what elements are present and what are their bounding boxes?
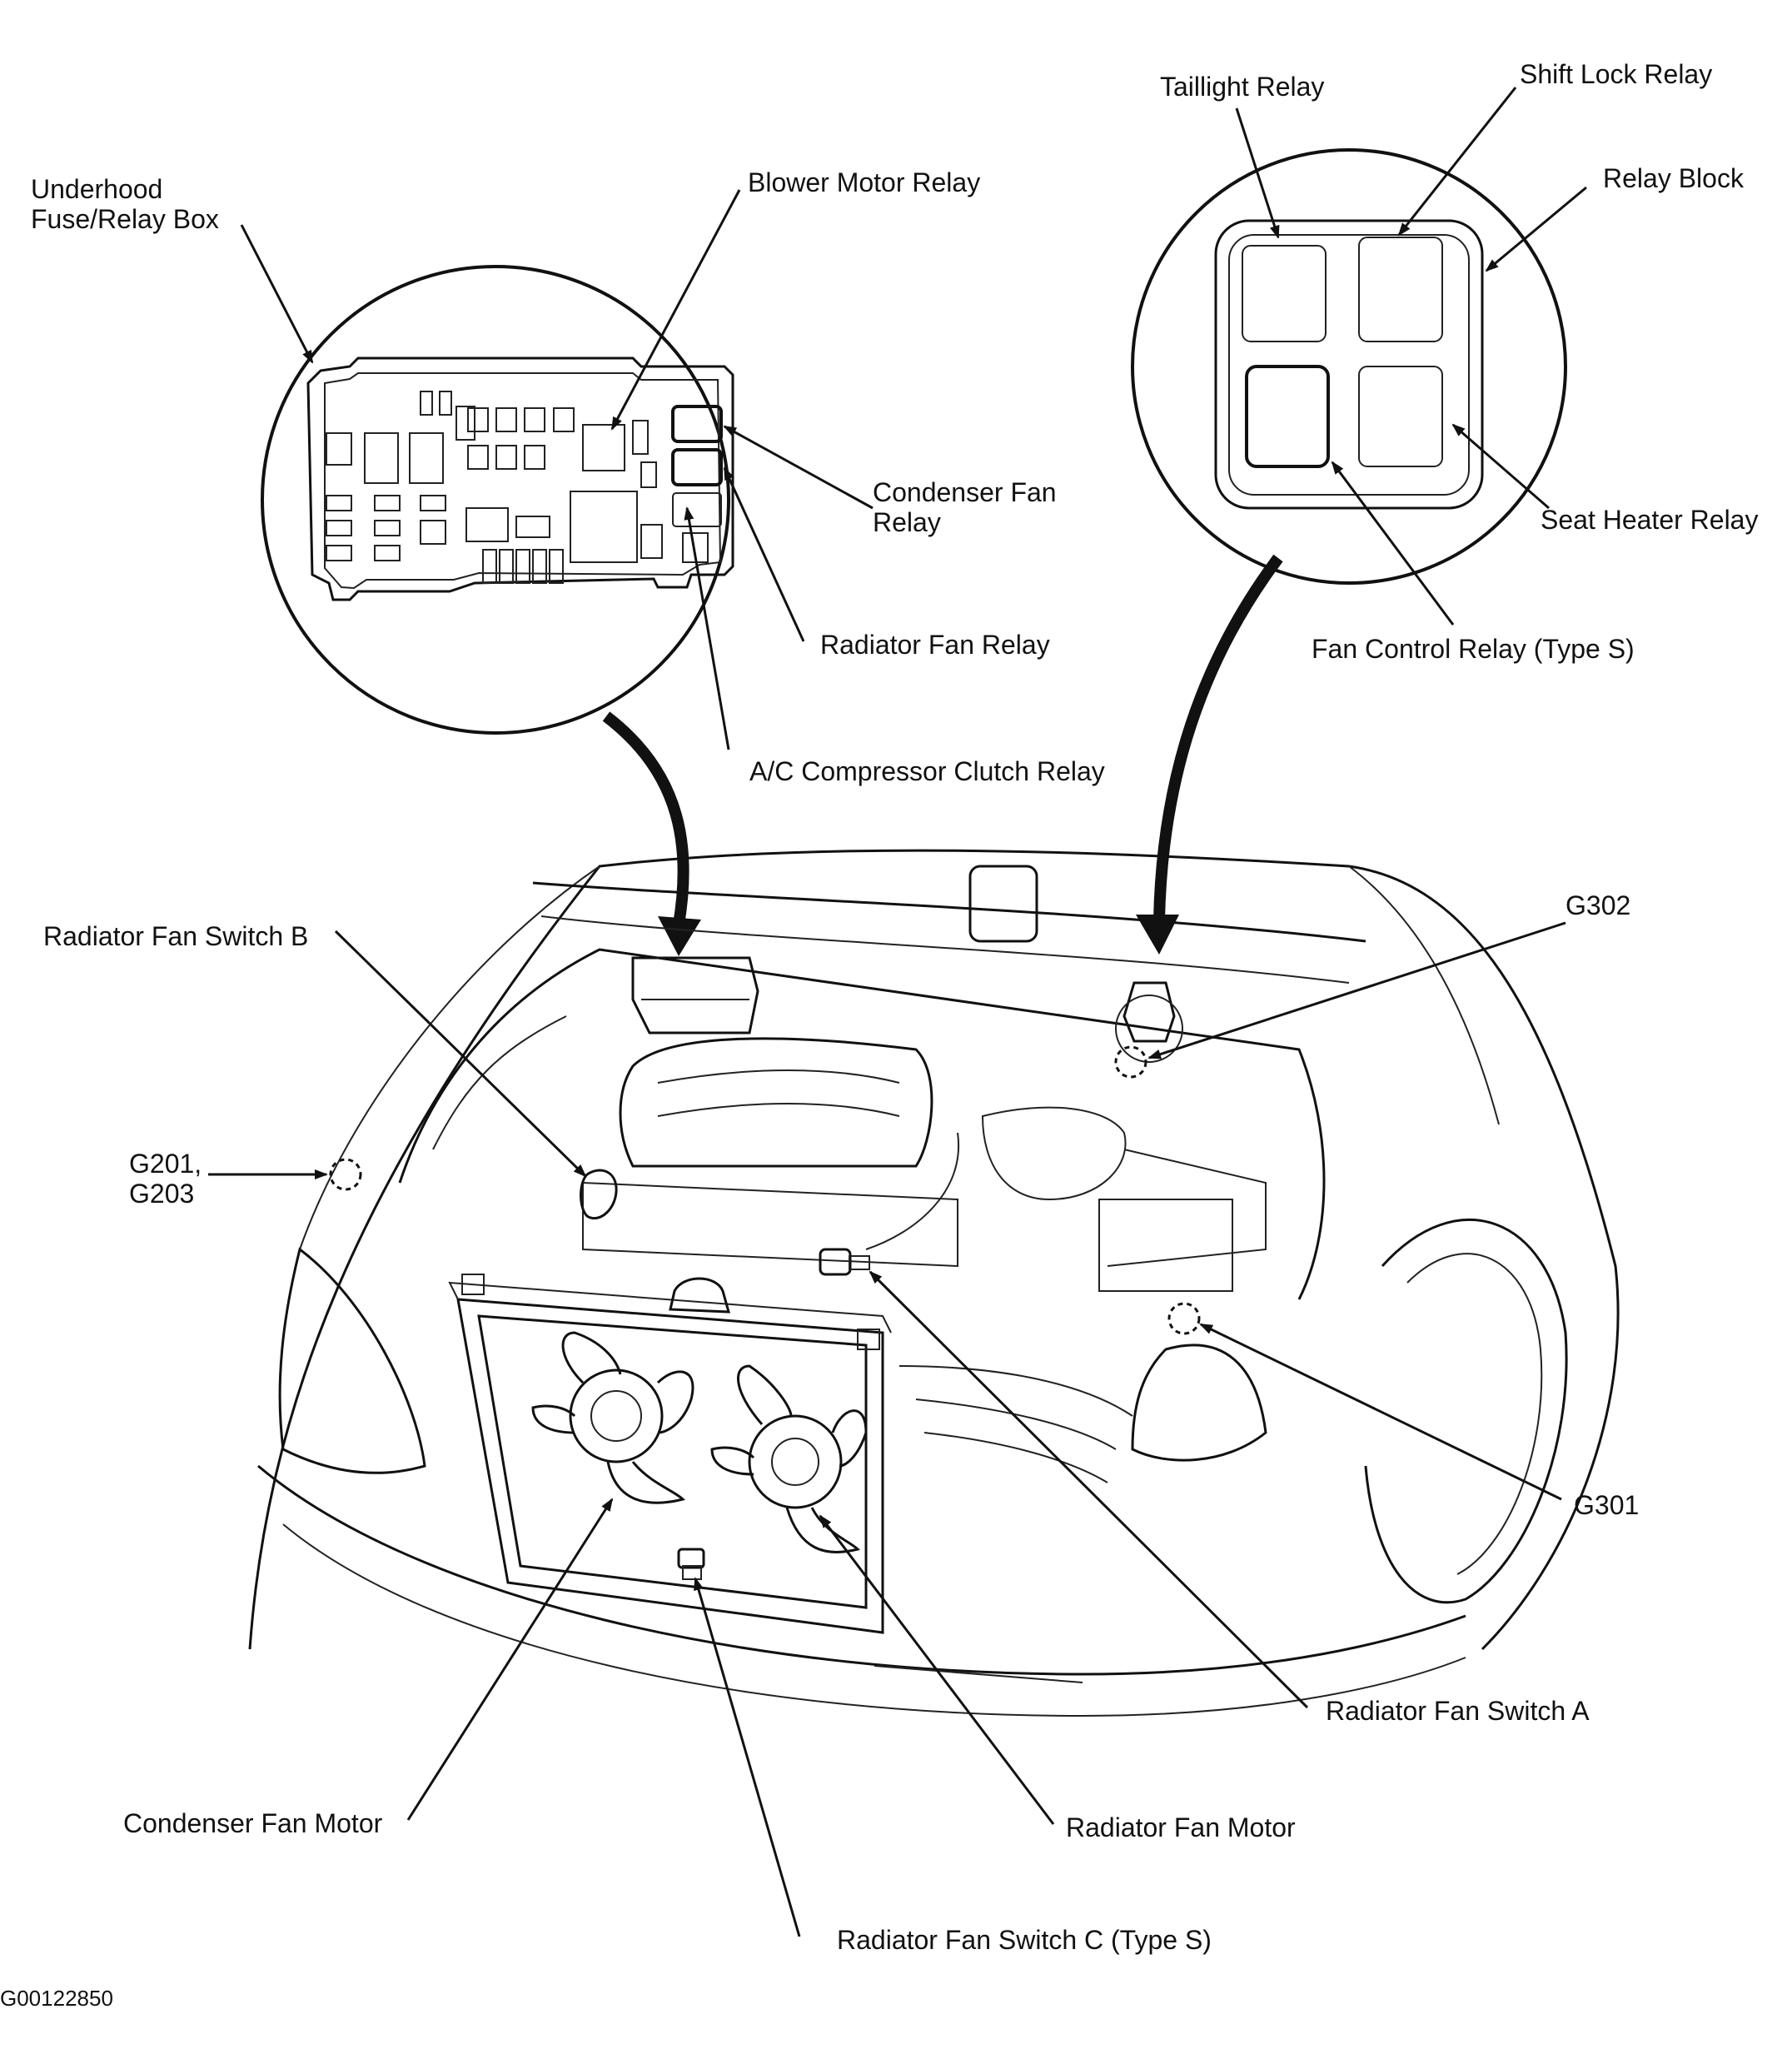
label-g302: G302 [1566, 890, 1630, 920]
radiator-fan-switch-a-sensor [819, 1248, 870, 1276]
radiator-fan-switch-c-sensor [677, 1548, 705, 1580]
relay-block-on-car [1122, 981, 1176, 1043]
label-g201-line1: G201, [129, 1149, 202, 1179]
label-radiator-fan-relay: Radiator Fan Relay [820, 630, 1050, 660]
label-seat-heater-relay: Seat Heater Relay [1541, 505, 1758, 535]
label-underhood-line1: Underhood [31, 174, 162, 204]
label-underhood-line2: Fuse/Relay Box [31, 204, 219, 234]
g201-g203-ground-point [329, 1158, 362, 1191]
label-fan-control-relay: Fan Control Relay (Type S) [1312, 634, 1635, 664]
relay-block-zoom-circle [1131, 148, 1567, 585]
underhood-fuse-relay-box [306, 356, 734, 601]
right-zoom-arrow [1153, 554, 1283, 921]
g302-ground-point [1114, 1045, 1147, 1079]
label-g201-line2: G203 [129, 1179, 194, 1209]
left-zoom-arrow [602, 711, 689, 926]
figure-id: G00122850 [0, 1986, 113, 2011]
relay-block [1214, 219, 1484, 510]
vehicle-front-illustration [248, 849, 1620, 1717]
shift-lock-relay-slot [1358, 237, 1443, 342]
label-relay-block: Relay Block [1603, 163, 1745, 193]
condenser-fan [531, 1331, 694, 1504]
condenser-fan-relay-outline [671, 405, 723, 443]
label-taillight-relay: Taillight Relay [1160, 72, 1324, 102]
label-condenser-fan-relay-line1: Condenser Fan [873, 477, 1057, 507]
label-radiator-fan-switch-c: Radiator Fan Switch C (Type S) [837, 1925, 1212, 1955]
label-radiator-fan-switch-b: Radiator Fan Switch B [43, 921, 308, 951]
taillight-relay-slot [1242, 245, 1327, 342]
radiator-fan [710, 1364, 868, 1553]
label-condenser-fan-motor: Condenser Fan Motor [123, 1808, 383, 1838]
label-radiator-fan-switch-a: Radiator Fan Switch A [1326, 1696, 1590, 1726]
label-g301: G301 [1574, 1490, 1639, 1520]
label-shift-lock-relay: Shift Lock Relay [1520, 59, 1712, 89]
fuse-box-zoom-circle [261, 265, 734, 735]
radiator-fan-relay-outline [671, 448, 723, 486]
fuse-box-on-car [631, 956, 759, 1034]
label-ac-compressor-clutch-relay: A/C Compressor Clutch Relay [749, 756, 1105, 786]
leader-lines [208, 87, 1587, 1937]
label-condenser-fan-relay-line2: Relay [873, 507, 941, 537]
g301-ground-point [1167, 1302, 1201, 1335]
radiator-cap [669, 1277, 731, 1314]
label-radiator-fan-motor: Radiator Fan Motor [1066, 1812, 1296, 1842]
label-blower-motor-relay: Blower Motor Relay [748, 167, 980, 197]
fan-control-relay-slot [1245, 365, 1330, 468]
radiator-assembly [448, 1274, 892, 1634]
seat-heater-relay-slot [1358, 366, 1443, 467]
radiator-fan-switch-b-sensor [580, 1169, 618, 1219]
